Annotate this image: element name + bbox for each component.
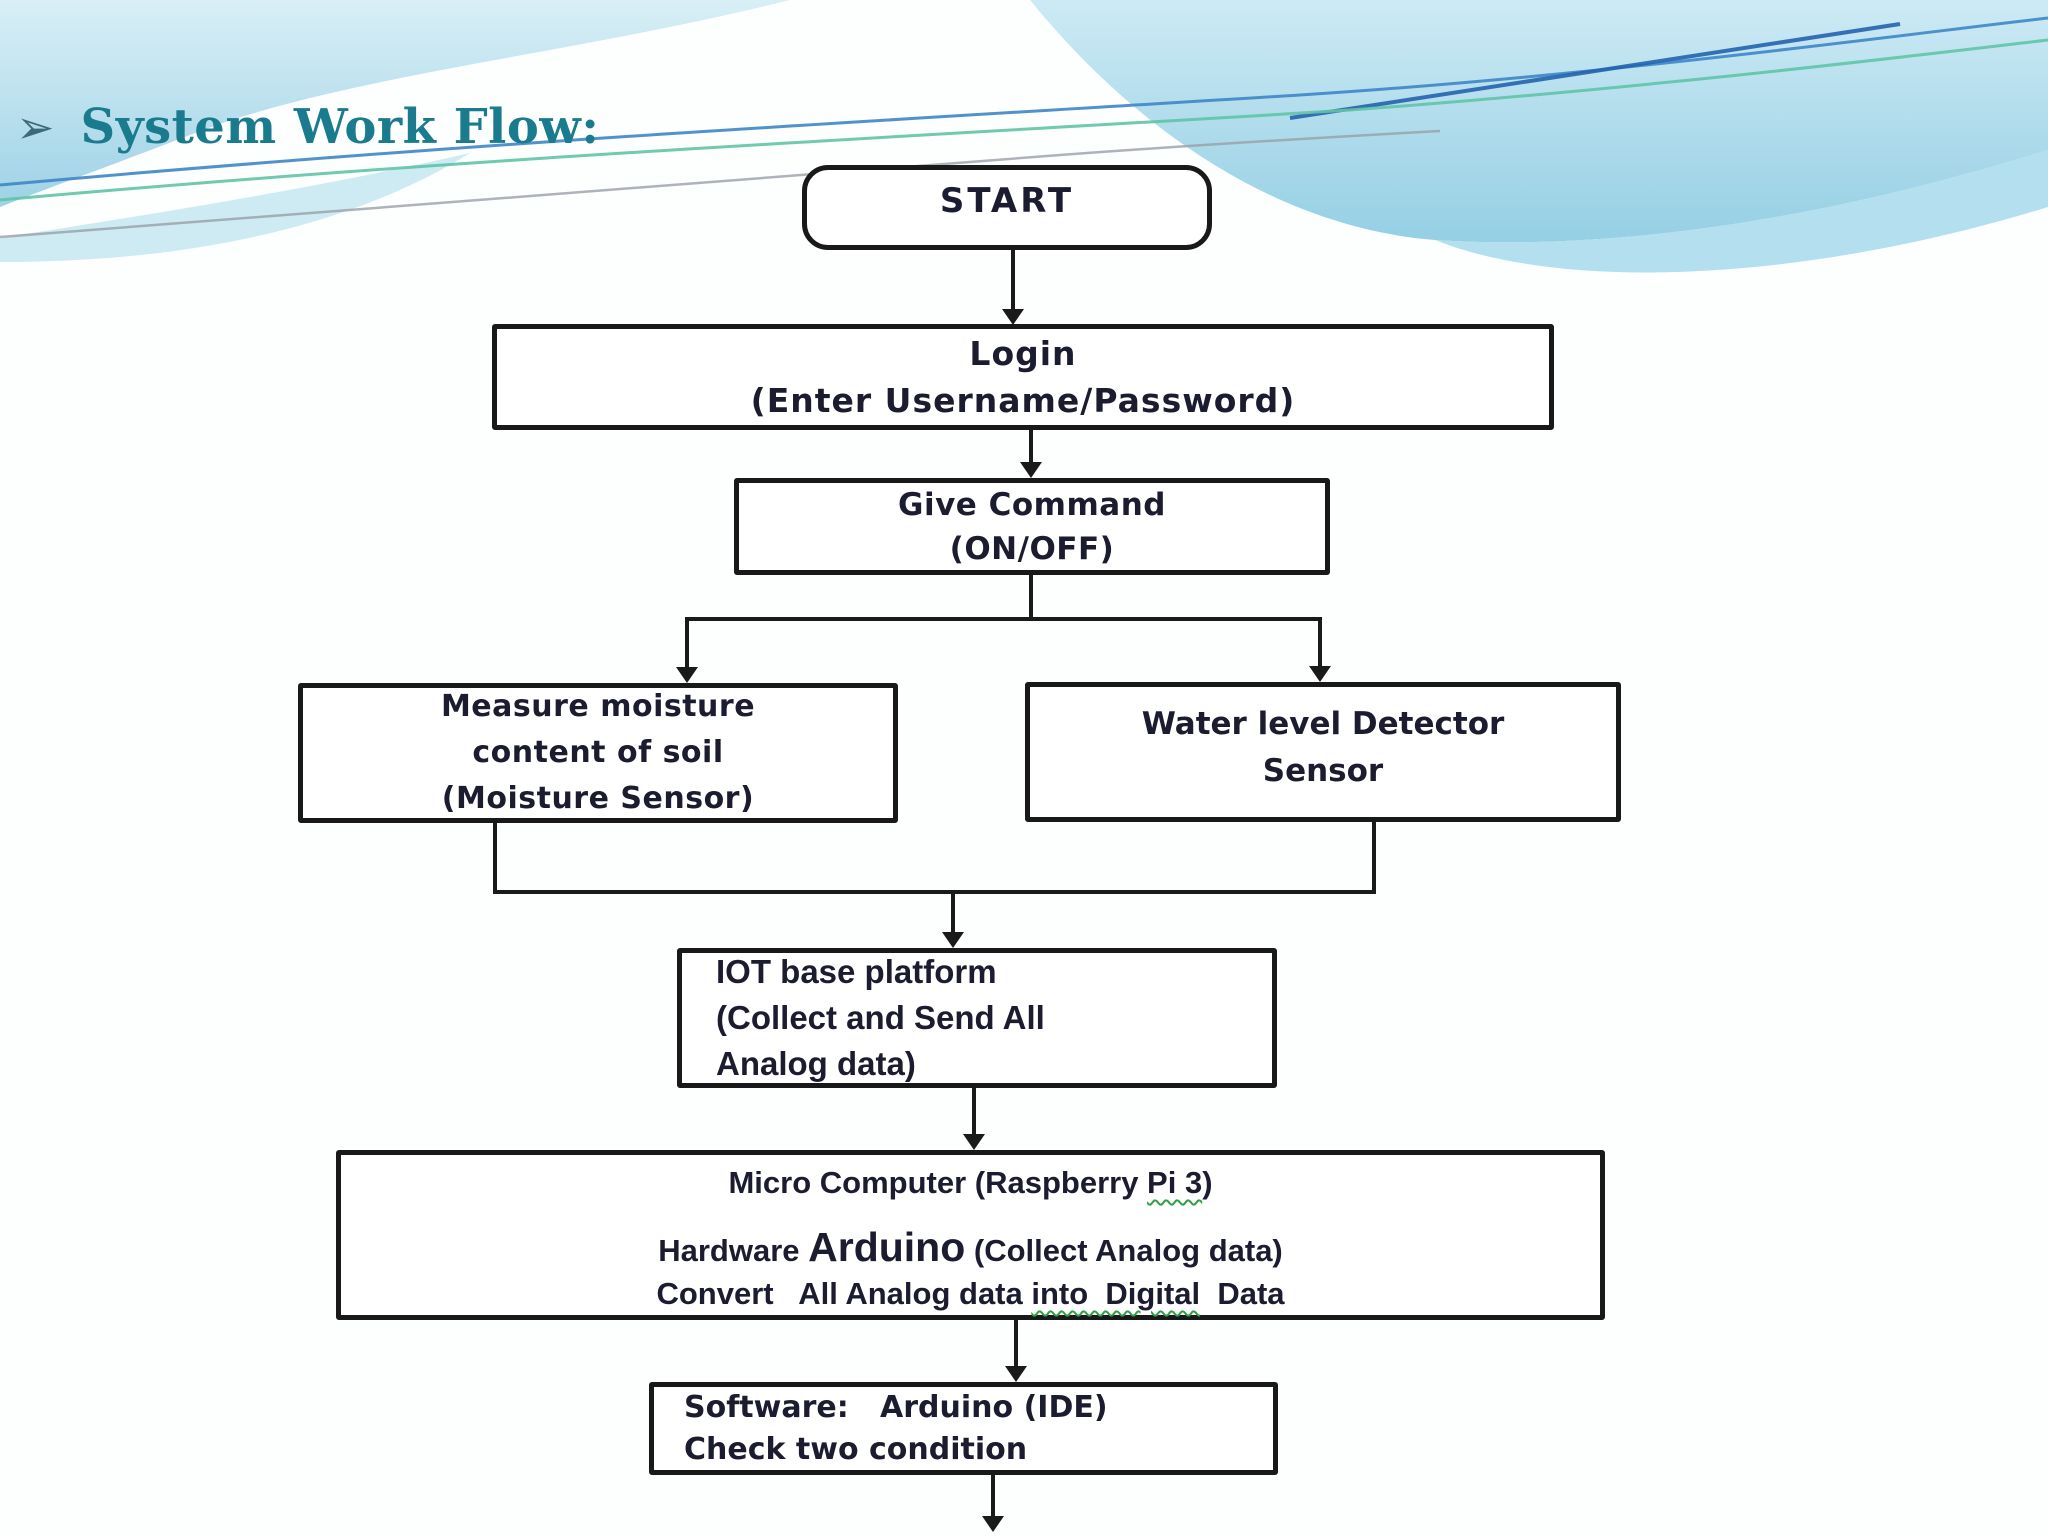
connector-line bbox=[1029, 575, 1033, 621]
connector-line bbox=[1029, 430, 1033, 464]
flow-box-measure-moisture: Measure moisture content of soil (Moistu… bbox=[298, 683, 898, 823]
micro-line2-arduino: Arduino bbox=[808, 1224, 966, 1270]
flow-box-iot-platform: IOT base platform (Collect and Send All … bbox=[677, 948, 1277, 1088]
arrow-down-icon bbox=[1002, 309, 1024, 325]
give-command-line2: (ON/OFF) bbox=[949, 530, 1115, 567]
water-line1: Water level Detector bbox=[1141, 706, 1505, 742]
arrow-down-icon bbox=[1020, 462, 1042, 478]
micro-line2-post: (Collect Analog data) bbox=[965, 1233, 1283, 1268]
connector-line bbox=[1011, 250, 1015, 312]
arrow-down-icon bbox=[963, 1134, 985, 1150]
iot-line2: (Collect and Send All bbox=[716, 999, 1045, 1036]
flow-box-give-command: Give Command (ON/OFF) bbox=[734, 478, 1330, 575]
connector-line bbox=[493, 890, 1376, 894]
page-title: System Work Flow: bbox=[80, 99, 600, 155]
software-line1: Software: Arduino (IDE) bbox=[684, 1389, 1108, 1425]
flow-box-login: Login (Enter Username/Password) bbox=[492, 324, 1554, 430]
title-row: ➢ System Work Flow: bbox=[16, 96, 599, 158]
flow-box-start: START bbox=[802, 165, 1212, 250]
micro-line2: Hardware Arduino (Collect Analog data) bbox=[658, 1226, 1283, 1272]
connector-line bbox=[685, 617, 689, 670]
micro-line3-spellcheck: into Digital bbox=[1031, 1276, 1201, 1311]
connector-line bbox=[991, 1475, 995, 1518]
measure-line2: content of soil bbox=[472, 735, 724, 770]
flow-box-software: Software: Arduino (IDE) Check two condit… bbox=[649, 1382, 1278, 1475]
start-label: START bbox=[939, 180, 1075, 221]
connector-line bbox=[972, 1088, 976, 1136]
flow-box-water-level: Water level Detector Sensor bbox=[1025, 682, 1621, 822]
micro-line1-spellcheck: Pi 3 bbox=[1147, 1165, 1203, 1200]
flow-box-micro-computer: Micro Computer (Raspberry Pi 3) Hardware… bbox=[336, 1150, 1605, 1320]
micro-line3-post: Data bbox=[1200, 1276, 1285, 1311]
iot-line3: Analog data) bbox=[716, 1045, 916, 1082]
iot-line1: IOT base platform bbox=[716, 953, 997, 990]
micro-line1: Micro Computer (Raspberry Pi 3) bbox=[728, 1161, 1212, 1204]
arrow-down-icon bbox=[676, 667, 698, 683]
connector-line bbox=[1014, 1320, 1018, 1368]
micro-line3: Convert All Analog data into Digital Dat… bbox=[656, 1272, 1284, 1315]
connector-line bbox=[493, 823, 497, 894]
give-command-line1: Give Command bbox=[898, 486, 1166, 523]
arrow-down-icon bbox=[982, 1516, 1004, 1532]
login-line2: (Enter Username/Password) bbox=[750, 381, 1296, 420]
header-swoosh-art bbox=[0, 0, 2048, 273]
arrow-down-icon bbox=[942, 932, 964, 948]
connector-line bbox=[685, 617, 1322, 621]
arrow-down-icon bbox=[1309, 666, 1331, 682]
micro-line3-pre: Convert All Analog data bbox=[656, 1276, 1032, 1311]
measure-line1: Measure moisture bbox=[440, 689, 756, 724]
arrow-down-icon bbox=[1005, 1366, 1027, 1382]
arrow-bullet-icon: ➢ bbox=[16, 100, 55, 154]
connector-line bbox=[1318, 617, 1322, 669]
connector-line bbox=[951, 890, 955, 934]
water-line2: Sensor bbox=[1262, 753, 1384, 789]
micro-line2-pre: Hardware bbox=[658, 1233, 809, 1268]
software-line2: Check two condition bbox=[684, 1431, 1028, 1467]
login-line1: Login bbox=[969, 334, 1077, 373]
micro-line1-pre: Micro Computer (Raspberry bbox=[728, 1165, 1148, 1200]
connector-line bbox=[1372, 822, 1376, 894]
measure-line3: (Moisture Sensor) bbox=[441, 781, 755, 816]
micro-line1-post: ) bbox=[1202, 1165, 1213, 1200]
